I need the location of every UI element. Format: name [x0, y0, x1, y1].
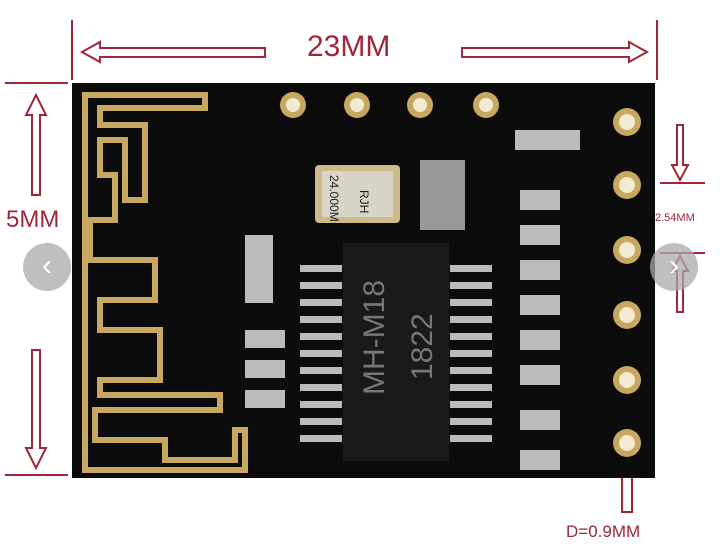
height-label: 5MM	[6, 206, 60, 233]
crystal-maker: RJH	[357, 190, 371, 213]
chip-code: 1822	[406, 313, 439, 380]
chip-model: MH-M18	[358, 280, 391, 395]
crystal-freq: 24.000M	[327, 175, 341, 222]
previous-image-button[interactable]: ‹	[23, 243, 71, 291]
next-image-button[interactable]: ›	[650, 243, 698, 291]
pitch-label: 2.54MM	[655, 212, 695, 224]
chevron-left-icon: ‹	[42, 249, 52, 282]
diameter-label: D=0.9MM	[566, 522, 641, 541]
chevron-right-icon: ›	[669, 249, 679, 282]
width-label: 23MM	[307, 30, 391, 63]
